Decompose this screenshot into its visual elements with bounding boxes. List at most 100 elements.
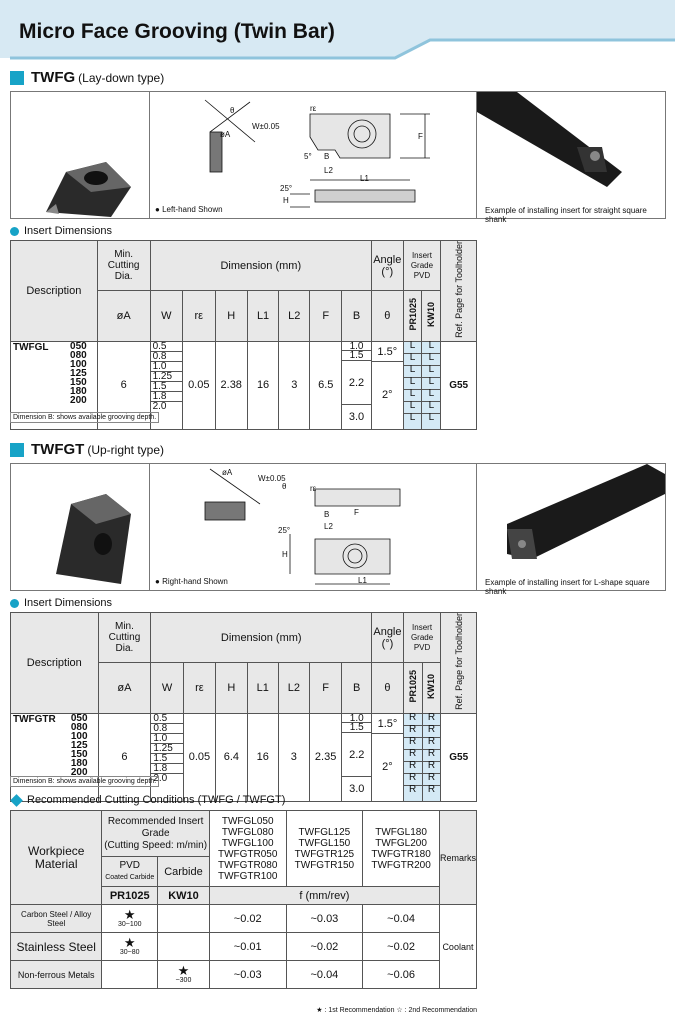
col-re: rε — [182, 290, 216, 342]
w-value: 1.25 — [150, 371, 183, 382]
b-label: B — [324, 510, 330, 519]
grade-mark: L — [422, 352, 441, 366]
section-twfgt-title: TWFGT (Up-right type) — [10, 441, 164, 458]
b-values: 1.0 1.5 2.2 3.0 — [341, 340, 372, 430]
size-code: 125 — [70, 739, 88, 751]
col-f: F — [309, 290, 343, 342]
pvd-label: PVD — [413, 642, 431, 652]
grade-mark: R — [427, 783, 436, 795]
angle-value: 1.5° — [372, 714, 403, 734]
twfg-dims-title: Insert Dimensions — [10, 225, 112, 237]
kw10-marks: R R R R R R R — [421, 712, 442, 802]
theta-label: θ — [230, 106, 235, 115]
col-carbide: Carbide — [157, 856, 210, 887]
col-dimension: Dimension (mm) — [150, 611, 373, 664]
dimension-drawing — [204, 468, 401, 585]
speed-label: (Cutting Speed: m/min) — [104, 839, 208, 851]
a-value: 6 — [96, 340, 151, 430]
grade-mark: L — [428, 411, 435, 423]
twfgt-image-panel: øA W±0.05 θ rε F B L2 25° H L1 ● Right-h… — [10, 463, 666, 596]
section-code: TWFGT — [31, 441, 85, 458]
b-label: B — [324, 152, 330, 161]
bullet-diamond-icon — [10, 793, 23, 807]
col-kw10: KW10 — [421, 662, 442, 714]
col-l1: L1 — [246, 662, 279, 714]
size-code: 100 — [70, 730, 88, 742]
col-remarks: Remarks — [438, 810, 478, 905]
grade-mark: L — [422, 340, 441, 354]
pr1025-label: PR1025 — [407, 298, 418, 331]
kw10-marks: L L L L L L L — [421, 340, 442, 430]
b-value: 1.5 — [342, 350, 371, 361]
b-value: 2.2 — [342, 733, 372, 777]
b-value: 1.5 — [342, 722, 372, 733]
speed-value: 30~80 — [119, 949, 140, 956]
star-icon: ★ — [123, 907, 136, 922]
h-label: H — [283, 196, 289, 205]
f-label: F — [354, 508, 359, 517]
shank-photo: Example of installing insert for straigh… — [477, 92, 665, 224]
conditions-title-text: Recommended Cutting Conditions (TWFG / T… — [27, 794, 286, 806]
material-cell: Stainless Steel — [9, 932, 103, 961]
group-code: TWFGTR050 — [217, 848, 278, 860]
group-code: TWFGTR150 — [294, 859, 355, 871]
angle-values: 1.5° 2° — [371, 712, 404, 802]
b-value: 1.0 — [342, 341, 371, 351]
pvd-label: PVD — [413, 270, 431, 280]
col-f: F — [308, 662, 343, 714]
re-value: 0.05 — [182, 340, 216, 430]
size-code: 125 — [70, 367, 87, 379]
col-min-cut: Min. Cutting Dia. — [97, 611, 152, 664]
l1-value: 16 — [246, 340, 280, 430]
dimension-note: Dimension B: shows available grooving de… — [10, 776, 160, 787]
a-label: øA — [222, 468, 233, 477]
size-code: 150 — [70, 376, 87, 388]
col-l2: L2 — [277, 662, 310, 714]
dimension-note: Dimension B: shows available grooving de… — [10, 412, 160, 423]
star-icon: ★ — [123, 935, 136, 950]
group-code: TWFGTR100 — [217, 870, 278, 882]
angle-value: 2° — [382, 760, 393, 773]
group-code: TWFGTR125 — [294, 848, 355, 860]
size-group-3: TWFGL180 TWFGL200 TWFGTR180 TWFGTR200 — [362, 810, 440, 887]
feed-value: ~0.03 — [285, 904, 364, 933]
table-row: TWFGTR 050 080 100 125 150 180 200 6 0.5… — [10, 712, 477, 802]
col-description: Description — [10, 612, 99, 714]
carbide-rec — [157, 904, 210, 933]
w-value: 1.8 — [151, 763, 183, 774]
group-code: TWFGL150 — [298, 837, 351, 849]
grade-mark: R — [403, 748, 422, 762]
insert-grade-label: Insert Grade — [410, 250, 434, 270]
ref-label: Ref. Page for Toolholder — [453, 613, 464, 710]
size-code: 200 — [70, 766, 88, 778]
codes-cell: TWFGTR 050 080 100 125 150 180 200 — [10, 712, 99, 802]
group-code: TWFGL080 — [221, 826, 274, 838]
pr1025-marks: R R R R R R R — [402, 712, 423, 802]
grade-mark: R — [403, 736, 422, 750]
col-min-cut: Min. Cutting Dia. — [96, 239, 151, 292]
col-w: W — [150, 662, 184, 714]
table-row: Stainless Steel ★30~80 ~0.01 ~0.02 ~0.02 — [9, 932, 477, 961]
grade-mark: L — [422, 400, 441, 414]
rec-grade-label: Recommended Insert Grade — [107, 815, 204, 839]
col-b: B — [341, 290, 372, 342]
grade-mark: L — [403, 352, 422, 366]
w-values: 0.5 0.8 1.0 1.25 1.5 1.8 2.0 — [150, 712, 184, 802]
kw10-label: KW10 — [426, 674, 437, 700]
f-label: F — [418, 132, 423, 141]
dimension-drawing — [204, 99, 430, 208]
page-header: Micro Face Grooving (Twin Bar) — [0, 0, 675, 60]
w-value: 1.0 — [150, 361, 183, 372]
angle-value: 1.5° — [371, 342, 403, 362]
pr1025-marks: L L L L L L L — [402, 340, 423, 430]
group-code: TWFGTR200 — [371, 859, 431, 871]
feed-value: ~0.02 — [362, 932, 440, 961]
col-angle: Angle (°) — [370, 239, 404, 292]
size-code: 100 — [70, 358, 87, 370]
grade-mark: R — [403, 712, 422, 726]
l2-label: L2 — [324, 166, 333, 175]
w-value: 0.5 — [151, 713, 183, 724]
feed-value: ~0.03 — [208, 960, 287, 989]
grade-mark: L — [403, 364, 422, 378]
